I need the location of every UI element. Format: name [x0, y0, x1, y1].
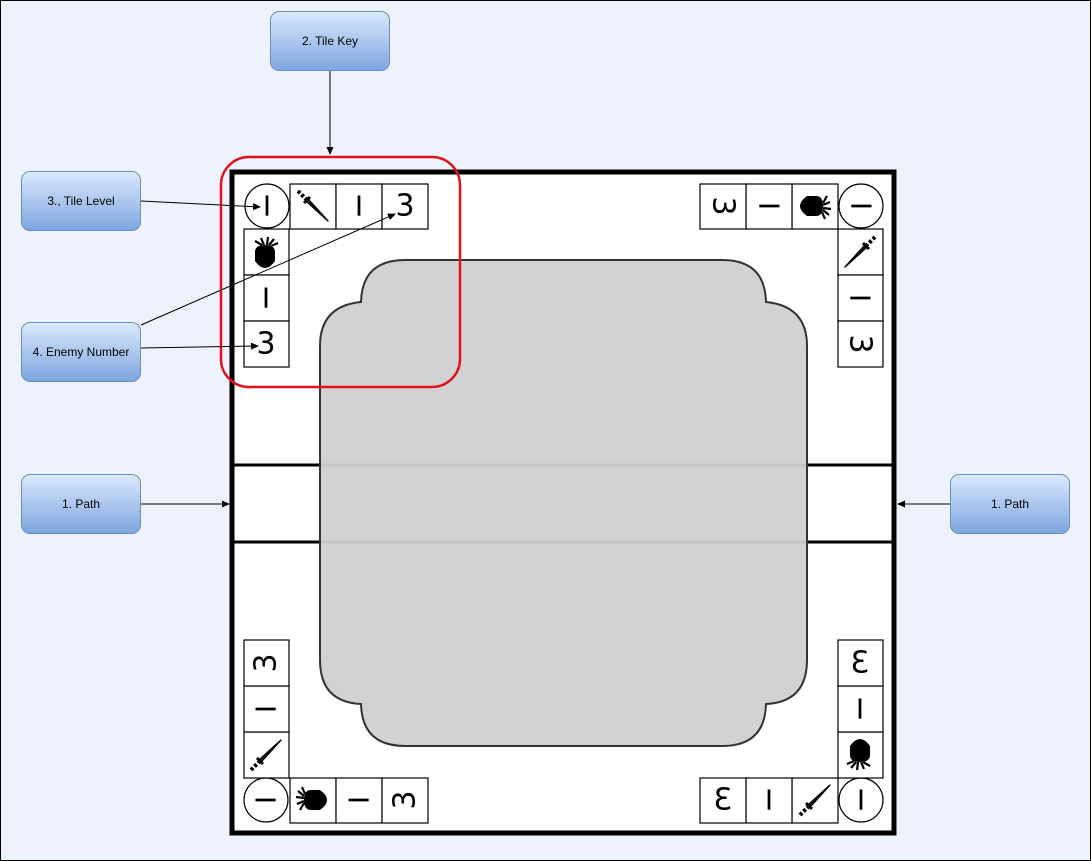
tile-level-text: I: [250, 796, 283, 804]
callout-path-left-label: 1. Path: [61, 497, 101, 511]
enemy-number-text: 3: [713, 783, 732, 818]
tile-key-cell: [335, 183, 383, 230]
tile-key-cell: [699, 777, 747, 824]
tile-key-cell: [837, 685, 884, 733]
tile-key-cell: [335, 777, 383, 824]
tile-level-text: I: [857, 784, 865, 817]
tile-key-cell: [837, 639, 884, 687]
corner-top-right: I I 3 I 3: [699, 183, 884, 368]
tile-key-cell: [837, 274, 884, 322]
tile-level-circle: [838, 183, 884, 229]
callout-enemy-number[interactable]: 4. Enemy Number: [21, 322, 141, 382]
callout-tile-level[interactable]: 3., Tile Level: [21, 171, 141, 231]
tile-roman-text: I: [250, 705, 283, 713]
callout-path-right[interactable]: 1. Path: [950, 474, 1070, 534]
tile-key-cell: [699, 183, 747, 230]
tile-key-cell: [381, 183, 429, 230]
callout-tile-level-label: 3., Tile Level: [47, 194, 115, 208]
callout-tile-key-label: 2. Tile Key: [301, 34, 359, 48]
tile-key-cell: [837, 320, 884, 368]
callout-path-right-label: 1. Path: [990, 497, 1030, 511]
tile-key-cell: [381, 777, 429, 824]
callout-path-left[interactable]: 1. Path: [21, 474, 141, 534]
tile-level-text: I: [263, 190, 271, 223]
enemy-number-text: 3: [256, 327, 275, 362]
tile-key-cell: [745, 777, 793, 824]
tile-roman-text: I: [844, 294, 877, 302]
center-area: [319, 259, 808, 747]
tile-roman-text: I: [753, 202, 786, 210]
corner-bottom-right: I I 3 I 3: [699, 639, 884, 824]
tile-roman-text: I: [856, 693, 864, 726]
tile-key-cell: [243, 274, 290, 322]
tile-key-cell: [243, 685, 290, 733]
enemy-number-text: 3: [706, 196, 741, 215]
enemy-number-text: 3: [850, 646, 869, 681]
arrow-enemy-number-side: [140, 342, 259, 350]
callout-enemy-number-label: 4. Enemy Number: [32, 345, 130, 359]
corner-top-left: I I 3 I 3: [243, 183, 429, 368]
corner-bottom-left: I I 3 I 3: [243, 639, 429, 824]
tile-key-cell: [745, 183, 793, 230]
enemy-number-text: 3: [388, 790, 423, 809]
arrow-enemy-number-top: [140, 213, 396, 326]
tile-roman-text: I: [262, 282, 270, 315]
tile-roman-text: I: [343, 796, 376, 804]
callout-tile-key[interactable]: 2. Tile Key: [270, 11, 390, 71]
enemy-number-text: 3: [843, 334, 878, 353]
highlight-outline: [219, 155, 462, 389]
arrow-tile-level: [140, 200, 261, 211]
tile-level-text: I: [845, 202, 878, 210]
tile-roman-text: I: [355, 190, 363, 223]
enemy-number-text: 3: [395, 189, 414, 224]
enemy-number-text: 3: [249, 653, 284, 672]
tile-roman-text: I: [765, 784, 773, 817]
tile-key-cell: [243, 639, 290, 687]
